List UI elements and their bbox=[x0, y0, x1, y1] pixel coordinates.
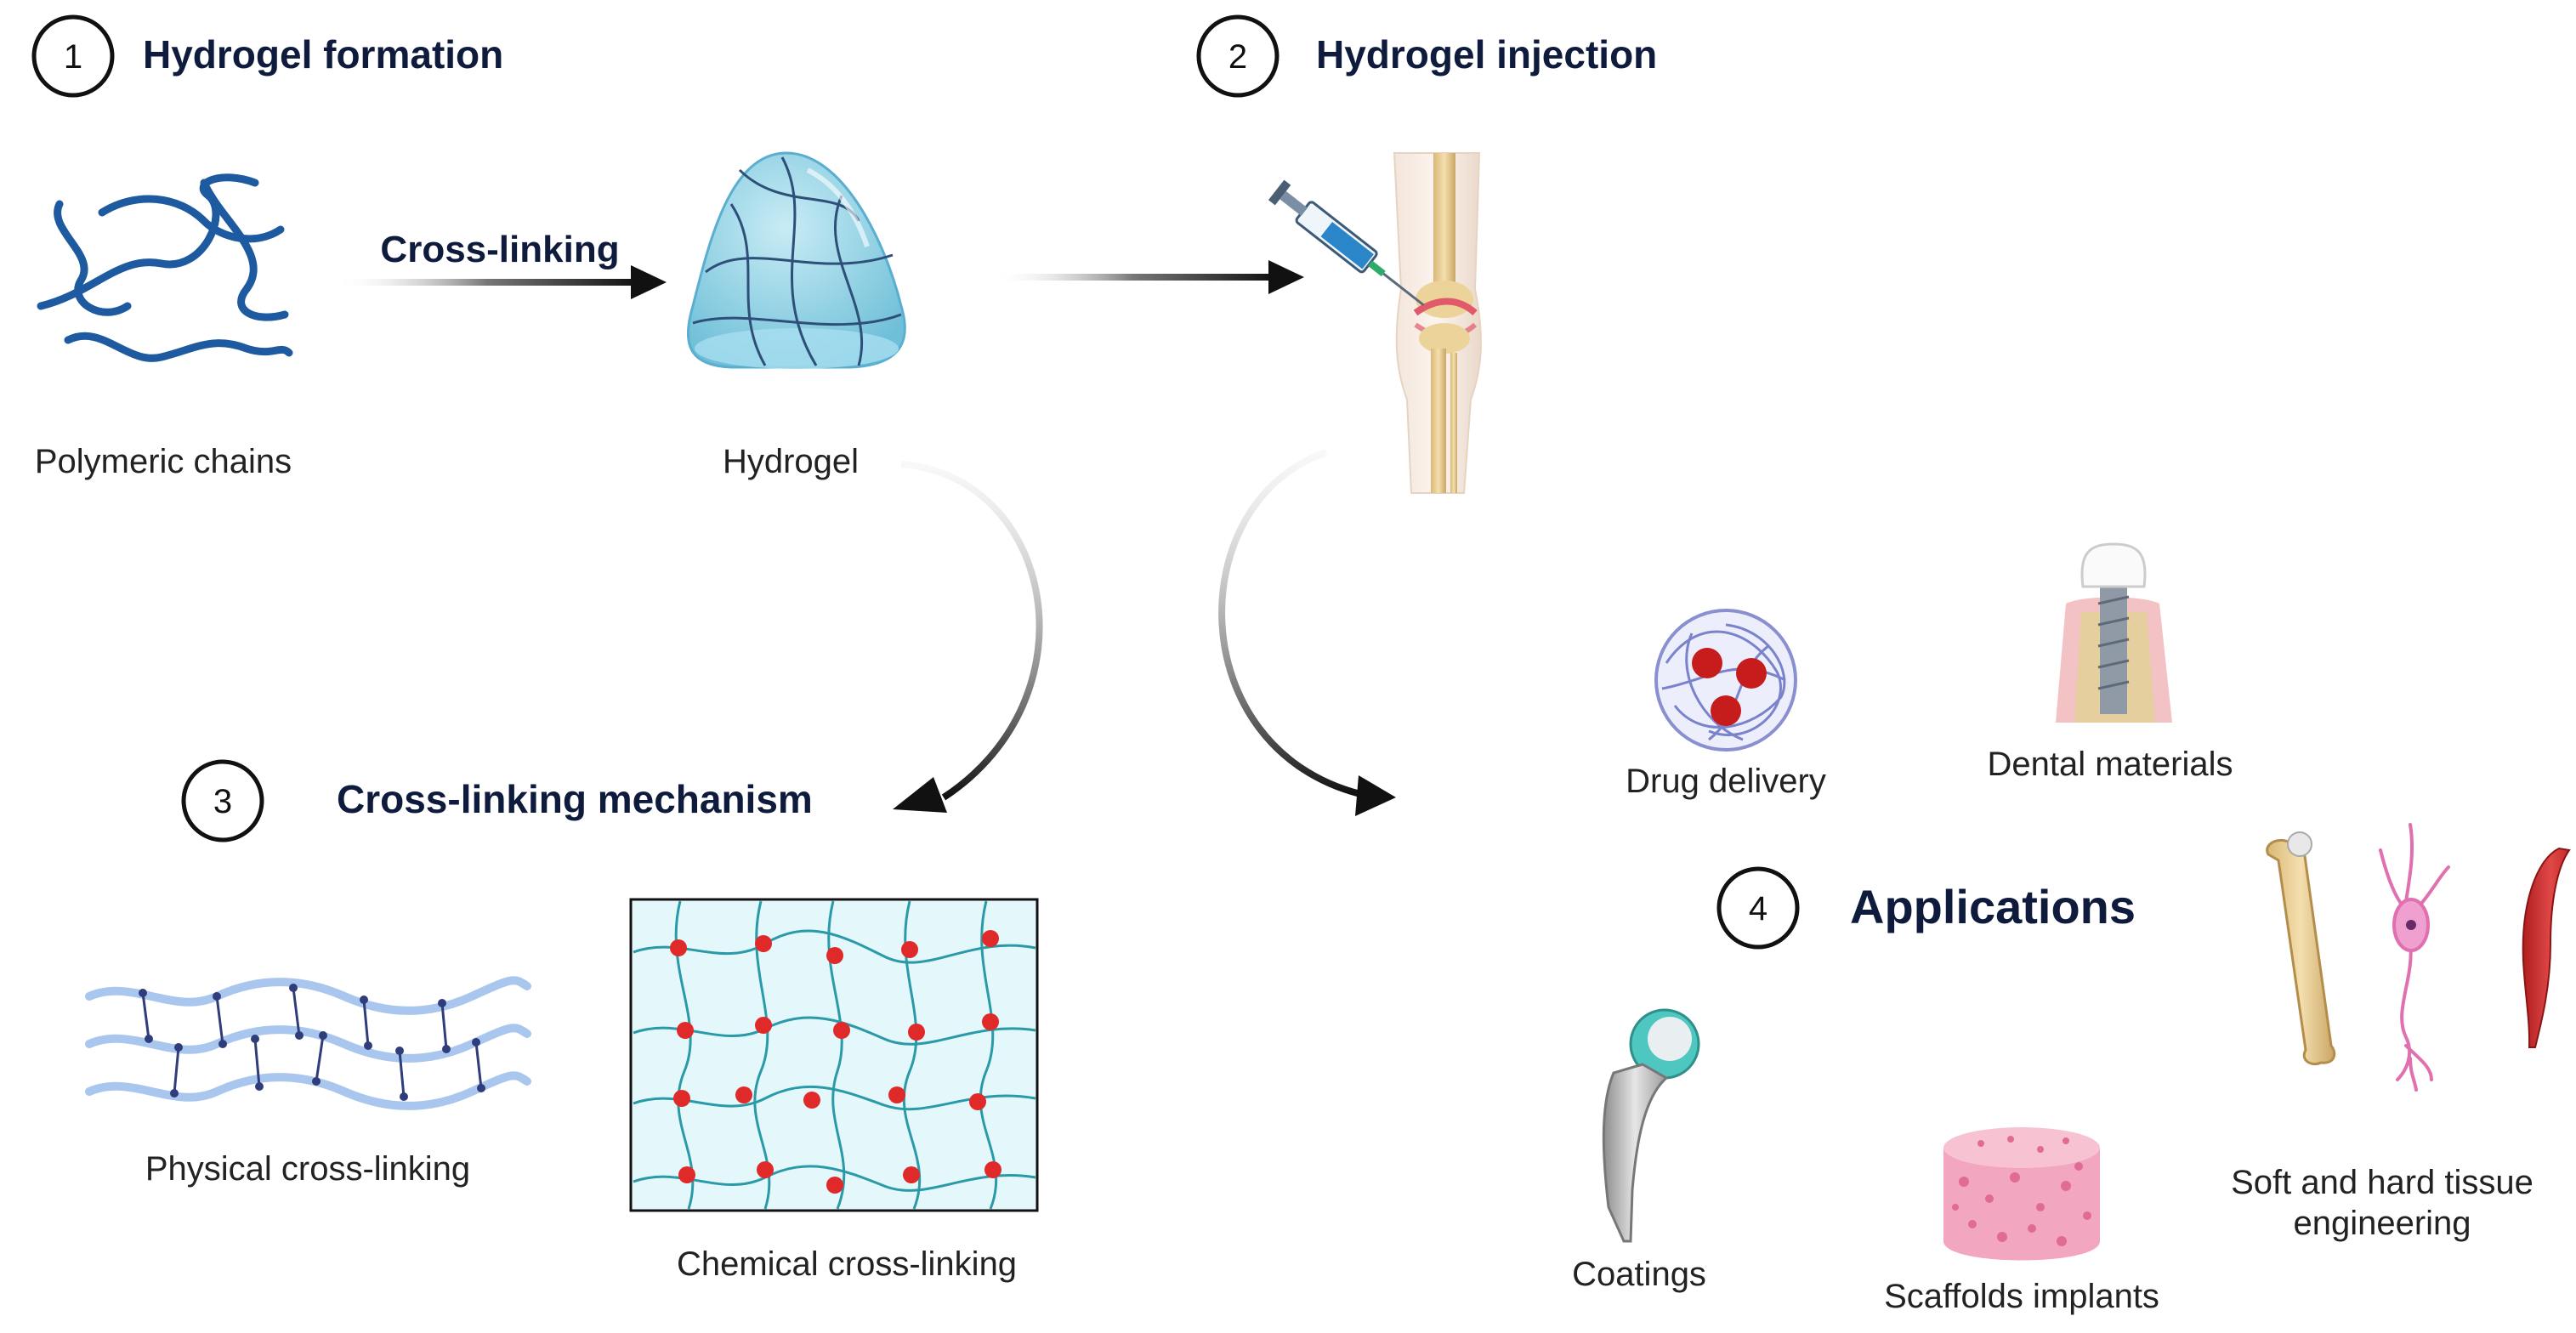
dental-materials-illustration bbox=[2056, 542, 2172, 723]
drug-delivery-illustration bbox=[1654, 609, 1797, 752]
step-4-number: 4 bbox=[1749, 890, 1767, 927]
section-4-title: Applications bbox=[1850, 880, 2136, 933]
coatings-label: Coatings bbox=[1572, 1256, 1706, 1293]
cross-linking-arrow-label: Cross-linking bbox=[380, 229, 619, 270]
section-4-header: 4 Applications bbox=[1716, 866, 2136, 950]
tissue-engineering-label-line2: engineering bbox=[2293, 1205, 2471, 1242]
physical-cross-linking-illustration bbox=[85, 976, 531, 1110]
section-3-title: Cross-linking mechanism bbox=[337, 777, 813, 821]
scaffolds-implants-illustration bbox=[1943, 1127, 2100, 1261]
tissue-engineering-label-line1: Soft and hard tissue bbox=[2231, 1164, 2533, 1201]
muscle-illustration bbox=[2522, 847, 2571, 1048]
knee-injection-illustration bbox=[1268, 152, 1482, 494]
step-4-circle bbox=[1716, 866, 1800, 950]
arrow-to-injection bbox=[993, 260, 1304, 294]
step-2-circle bbox=[1196, 14, 1279, 98]
cross-linking-arrow: Cross-linking bbox=[336, 229, 667, 299]
step-3-number: 3 bbox=[213, 783, 232, 820]
chemical-cross-linking-illustration bbox=[629, 898, 1039, 1212]
section-1-title: Hydrogel formation bbox=[143, 32, 503, 77]
step-1-circle bbox=[31, 14, 115, 98]
section-2-header: 2 Hydrogel injection bbox=[1196, 14, 1657, 98]
coatings-illustration bbox=[1602, 1008, 1700, 1243]
step-1-number: 1 bbox=[64, 38, 82, 76]
hydrogel-illustration bbox=[686, 151, 906, 369]
drug-delivery-label: Drug delivery bbox=[1626, 763, 1826, 800]
hydrogel-label: Hydrogel bbox=[723, 443, 859, 480]
section-1-header: 1 Hydrogel formation bbox=[31, 14, 503, 98]
section-2-title: Hydrogel injection bbox=[1316, 32, 1657, 77]
bone-illustration bbox=[2266, 831, 2336, 1066]
polymeric-chains-label: Polymeric chains bbox=[35, 443, 292, 480]
dental-materials-label: Dental materials bbox=[1987, 746, 2233, 783]
arrow-to-applications bbox=[1218, 449, 1396, 816]
polymeric-chains-illustration bbox=[37, 173, 293, 362]
step-2-number: 2 bbox=[1228, 38, 1247, 76]
scaffolds-implants-label: Scaffolds implants bbox=[1884, 1278, 2159, 1315]
section-3-header: 3 Cross-linking mechanism bbox=[181, 759, 813, 842]
neuron-illustration bbox=[2379, 823, 2450, 1092]
physical-cross-linking-label: Physical cross-linking bbox=[145, 1150, 470, 1188]
chemical-cross-linking-label: Chemical cross-linking bbox=[677, 1245, 1017, 1283]
arrow-to-mechanism bbox=[893, 461, 1043, 813]
step-3-circle bbox=[181, 759, 264, 842]
syringe-icon bbox=[1268, 179, 1425, 307]
